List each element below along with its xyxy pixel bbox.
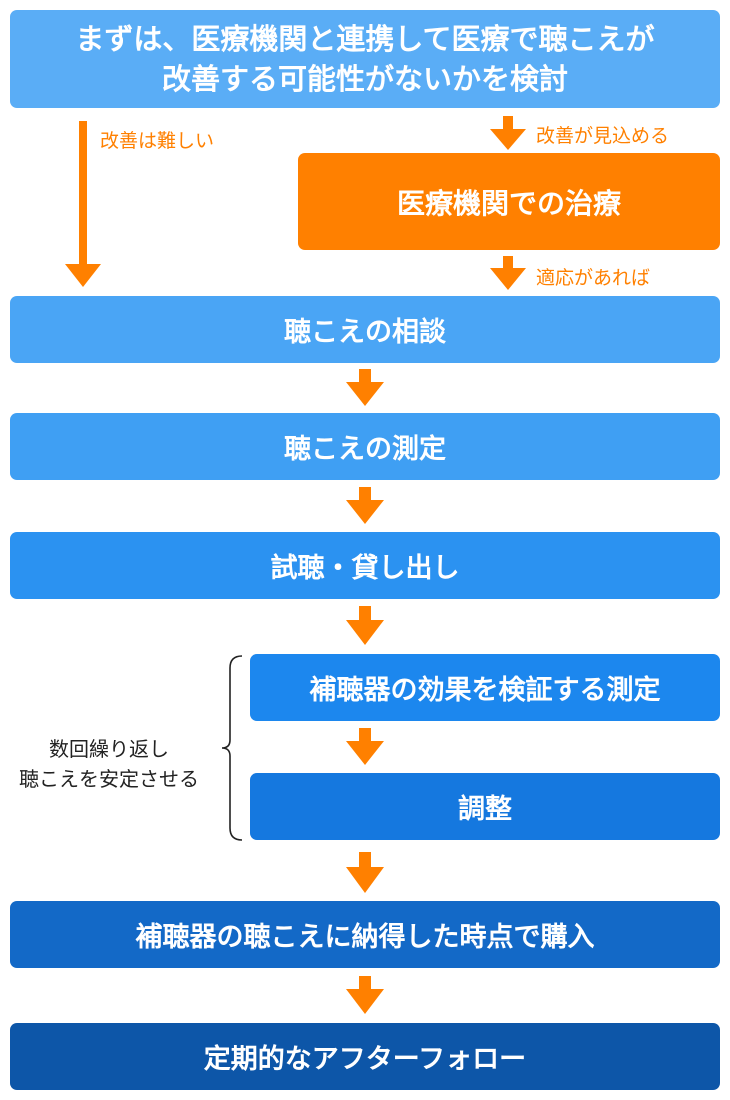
step-hearing-consultation: 聴こえの相談 xyxy=(10,296,720,363)
branch-label-if-applicable: 適応があれば xyxy=(536,267,651,289)
arrow-consultation-to-measurement xyxy=(346,369,384,406)
start-consideration-box: まずは、医療機関と連携して医療で聴こえが 改善する可能性がないかを検討 xyxy=(10,10,720,108)
arrow-verification-to-adjustment xyxy=(346,728,384,765)
step-trial-rental: 試聴・貸し出し xyxy=(10,532,720,599)
arrow-adjustment-to-purchase xyxy=(346,852,384,893)
loop-bracket xyxy=(221,655,243,841)
loop-label: 数回繰り返し 聴こえを安定させる xyxy=(19,737,199,791)
step-aftercare: 定期的なアフターフォロー xyxy=(10,1023,720,1090)
step-purchase: 補聴器の聴こえに納得した時点で購入 xyxy=(10,901,720,968)
arrow-purchase-to-aftercare xyxy=(346,976,384,1014)
arrow-measurement-to-trial xyxy=(346,487,384,524)
branch-label-improvement-expected: 改善が見込める xyxy=(536,125,670,147)
arrow-treatment-to-consultation xyxy=(490,256,526,290)
arrow-trial-to-verification xyxy=(346,606,384,645)
arrow-hard-to-improve xyxy=(65,121,101,287)
step-effect-verification: 補聴器の効果を検証する測定 xyxy=(250,654,720,721)
medical-treatment-box: 医療機関での治療 xyxy=(298,153,720,250)
branch-label-hard-to-improve: 改善は難しい xyxy=(100,130,215,152)
step-hearing-measurement: 聴こえの測定 xyxy=(10,413,720,480)
arrow-to-treatment xyxy=(490,116,526,150)
step-adjustment: 調整 xyxy=(250,773,720,840)
